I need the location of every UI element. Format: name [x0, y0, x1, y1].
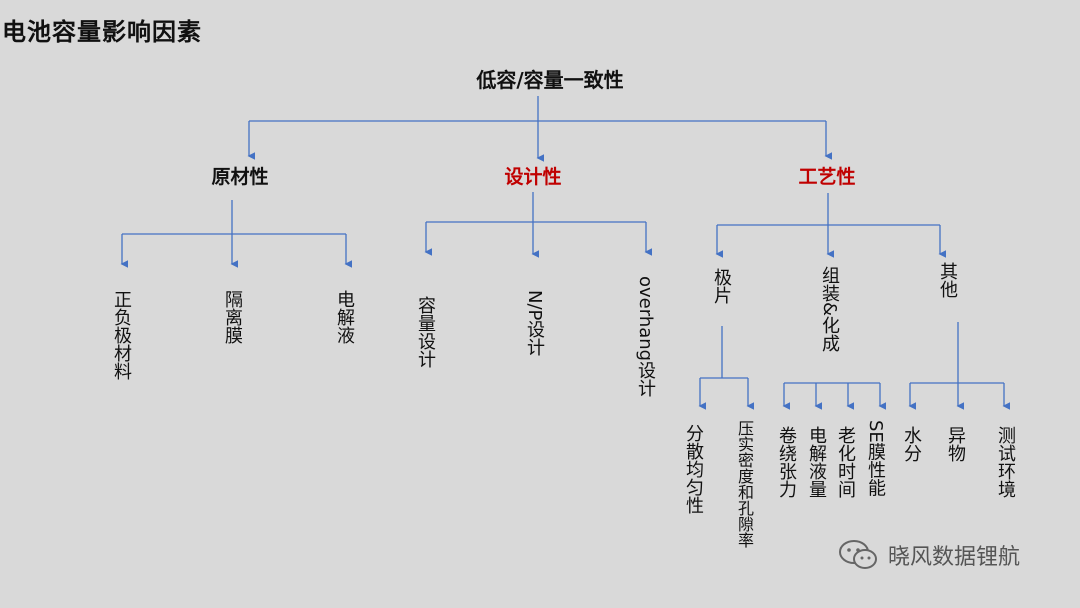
- leaf-dispersion-uniformity: 分散均匀性: [683, 424, 704, 514]
- leaf-np-design: N/P设计: [524, 290, 545, 357]
- process-assembly: 组装&化成: [819, 266, 840, 353]
- leaf-electrolyte-amount: 电解液量: [806, 426, 827, 498]
- root-node: 低容/容量一致性: [476, 68, 624, 92]
- leaf-test-environment: 测试环境: [995, 426, 1016, 498]
- leaf-overhang-design: overhang设计: [635, 276, 656, 398]
- process-electrode: 极片: [711, 268, 732, 304]
- page-title: 电池容量影响因素: [2, 18, 202, 46]
- leaf-winding-tension: 卷绕张力: [776, 426, 797, 498]
- leaf-foreign-matter: 异物: [945, 426, 966, 462]
- watermark: 晓风数据锂航: [838, 538, 1020, 572]
- leaf-separator: 隔离膜: [222, 290, 243, 344]
- watermark-text: 晓风数据锂航: [888, 545, 1021, 570]
- leaf-electrode-material: 正负极材料: [111, 290, 132, 380]
- wechat-icon: [839, 540, 877, 569]
- leaf-moisture: 水分: [901, 426, 922, 462]
- leaf-compaction-porosity: 压实密度和孔隙率: [735, 420, 754, 548]
- category-process: 工艺性: [798, 166, 856, 188]
- category-material: 原材性: [211, 166, 269, 188]
- leaf-capacity-design: 容量设计: [415, 296, 436, 368]
- category-design: 设计性: [504, 166, 562, 188]
- leaf-sei-performance: SE膜性能: [865, 420, 886, 497]
- leaf-aging-time: 老化时间: [835, 426, 856, 498]
- leaf-electrolyte: 电解液: [334, 290, 355, 344]
- process-other: 其他: [937, 262, 958, 298]
